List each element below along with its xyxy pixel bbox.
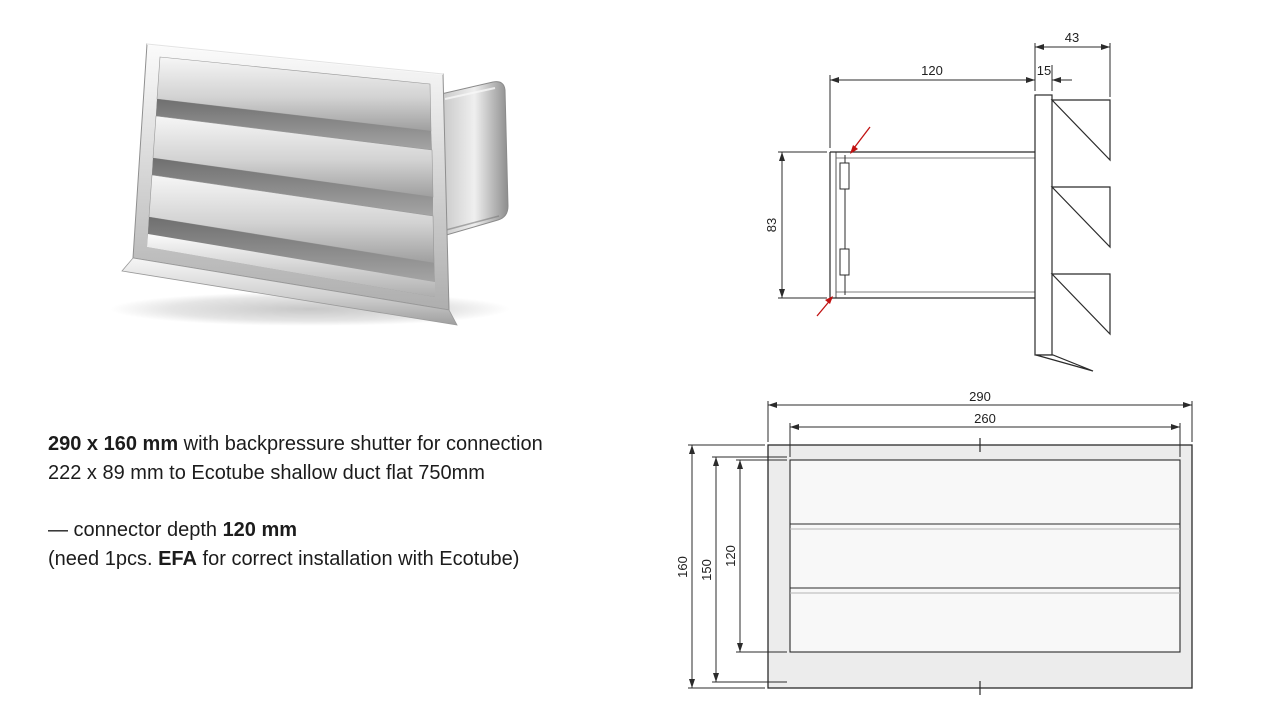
- dim-louver-height-label: 120: [723, 545, 738, 567]
- product-description: 290 x 160 mm with backpressure shutter f…: [48, 430, 658, 573]
- dim-duct-height-label: 83: [764, 218, 779, 232]
- connector-depth-value: 120 mm: [222, 519, 298, 542]
- shutter-pointer-arrows: [816, 126, 871, 317]
- front-view-dimension-lines: [688, 401, 1193, 689]
- front-view-arrowheads: [689, 402, 1192, 688]
- front-view-drawing: 290 260 160 150 120: [675, 390, 1193, 695]
- spec-line-1-rest: with backpressure shutter for connection: [178, 433, 543, 455]
- note-rest: for correct installation with Ecotube): [196, 547, 520, 570]
- spec-line-2: 222 x 89 mm to Ecotube shallow duct flat…: [48, 461, 485, 484]
- connector-depth-line: — connector depth 120 mm: [48, 516, 658, 545]
- duct-connector-photo: [440, 81, 509, 237]
- dim-outer-height-label: 160: [675, 556, 690, 578]
- connector-depth-prefix: — connector depth: [48, 519, 223, 542]
- dim-outer-width-label: 290: [969, 390, 991, 404]
- spec-line-1: 290 x 160 mm with backpressure shutter f…: [48, 430, 658, 459]
- dim-louver-depth-label: 43: [1065, 30, 1079, 45]
- grille-bottom-flare: [121, 257, 458, 326]
- grille-front-photo: [132, 43, 450, 311]
- front-view-labels: 290 260 160 150 120: [675, 390, 996, 581]
- note-prefix: (need 1pcs.: [48, 547, 159, 570]
- spec-size-bold: 290 x 160 mm: [48, 433, 179, 455]
- dim-connector-depth-label: 120: [921, 63, 943, 78]
- note-efa-bold: EFA: [158, 547, 197, 570]
- dim-frame-height-label: 150: [699, 559, 714, 581]
- front-view-object: [767, 438, 1193, 695]
- dim-inner-width-label: 260: [974, 411, 996, 426]
- side-view-dimension-lines: [778, 43, 1111, 299]
- dim-flange-thickness-label: 15: [1037, 63, 1051, 78]
- side-view-arrowheads: [779, 44, 1110, 298]
- installation-note-line: (need 1pcs. EFA for correct installation…: [48, 545, 658, 574]
- side-view-object: [829, 94, 1111, 372]
- side-view-labels: 43 120 15 83: [764, 30, 1079, 232]
- side-view-drawing: 43 120 15 83: [764, 30, 1111, 372]
- product-photo: [110, 43, 510, 326]
